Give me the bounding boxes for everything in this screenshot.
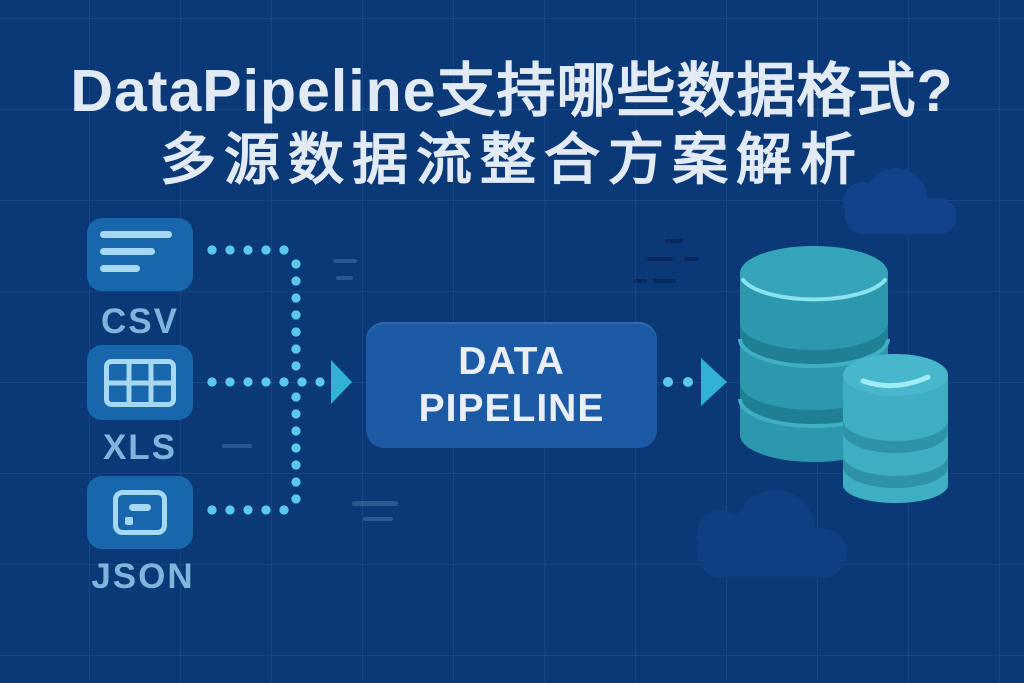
decorative-dash xyxy=(352,501,398,506)
json-label: JSON xyxy=(91,557,195,596)
input-arrow-icon xyxy=(331,360,352,404)
decorative-dash xyxy=(363,517,393,521)
output-arrow-icon xyxy=(701,358,727,406)
json-object-icon xyxy=(113,490,167,535)
decorative-dash xyxy=(665,239,683,243)
database-cylinders-icon xyxy=(738,246,948,503)
csv-text-lines-icon xyxy=(100,230,180,279)
decorative-dash xyxy=(684,257,699,261)
csv-label: CSV xyxy=(101,302,179,341)
csv-connector-dots xyxy=(207,245,297,255)
merge-connector-top xyxy=(291,259,301,372)
title-line-1: DataPipeline支持哪些数据格式? xyxy=(70,58,954,124)
spreadsheet-table-icon xyxy=(104,358,176,407)
output-connector-dot xyxy=(683,377,693,387)
merge-connector-bottom xyxy=(291,392,301,507)
decorative-dash xyxy=(634,279,647,283)
data-pipeline-box: DATA PIPELINE xyxy=(366,322,657,448)
cloud-icon xyxy=(843,168,957,234)
xls-label: XLS xyxy=(102,428,178,467)
page-title: DataPipeline支持哪些数据格式? 多源数据流整合方案解析 xyxy=(0,56,1024,192)
pipeline-label-line1: DATA xyxy=(458,340,565,383)
decorative-dash xyxy=(333,259,357,263)
json-connector-dots xyxy=(207,505,297,515)
csv-source-tile xyxy=(87,218,193,291)
output-connector-dot xyxy=(663,377,673,387)
json-source-tile xyxy=(87,476,193,549)
xls-source-tile xyxy=(87,345,193,420)
decorative-dash xyxy=(336,276,353,280)
xls-connector-dots xyxy=(207,377,331,387)
decorative-dash xyxy=(222,444,252,448)
decorative-dash xyxy=(647,257,673,261)
title-line-2: 多源数据流整合方案解析 xyxy=(160,128,864,191)
pipeline-label-line2: PIPELINE xyxy=(418,387,605,430)
cloud-icon xyxy=(697,490,847,578)
decorative-dash xyxy=(653,279,676,283)
